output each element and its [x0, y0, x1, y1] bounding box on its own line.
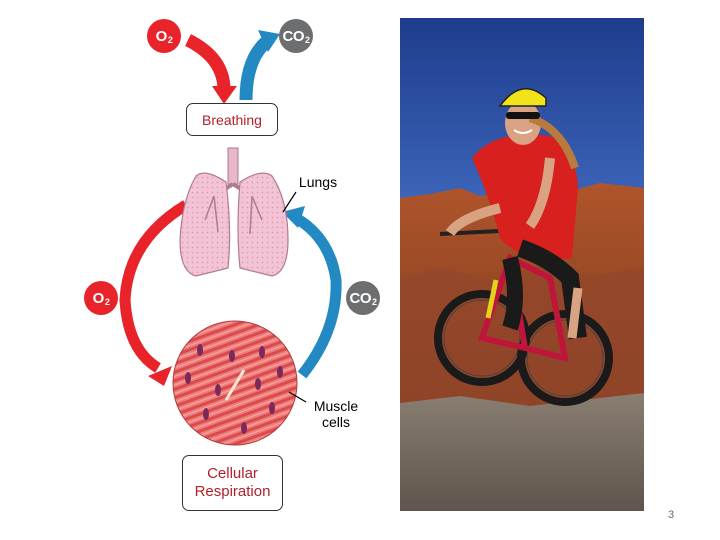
o2-top-main: O	[155, 27, 168, 45]
o2-mid-sub: 2	[104, 297, 110, 307]
co2-out-arrow	[239, 30, 280, 101]
co2-mid-sub: 2	[371, 297, 377, 307]
cellular-text-1: Cellular	[207, 465, 258, 482]
muscle-callout-line	[288, 391, 307, 403]
muscle-text-2: cells	[321, 414, 350, 430]
oxygen-delivery-arrow	[119, 200, 189, 386]
co2-return-arrow	[282, 206, 342, 379]
co2-mid-main: CO	[349, 289, 371, 307]
lungs-text: Lungs	[298, 174, 338, 190]
muscle-cells-illustration	[172, 320, 298, 446]
breathing-text: Breathing	[202, 111, 262, 128]
co2-top-main: CO	[282, 27, 304, 45]
cellular-respiration-label: Cellular Respiration	[182, 455, 283, 511]
o2-mid-main: O	[92, 289, 105, 307]
co2-top-sub: 2	[304, 35, 310, 45]
lungs-callout: Lungs	[288, 174, 348, 190]
page-number: 3	[668, 509, 675, 521]
lungs-illustration	[179, 147, 289, 277]
muscle-cells-callout: Muscle cells	[301, 398, 371, 430]
cyclist-photo	[400, 18, 644, 511]
cellular-text-2: Respiration	[194, 483, 271, 500]
breathing-label: Breathing	[186, 103, 278, 136]
o2-top-sub: 2	[167, 35, 173, 45]
lungs-callout-line	[282, 191, 297, 213]
muscle-text-1: Muscle	[313, 398, 359, 414]
respiration-diagram	[119, 30, 342, 446]
oxygen-in-arrow	[184, 34, 237, 104]
